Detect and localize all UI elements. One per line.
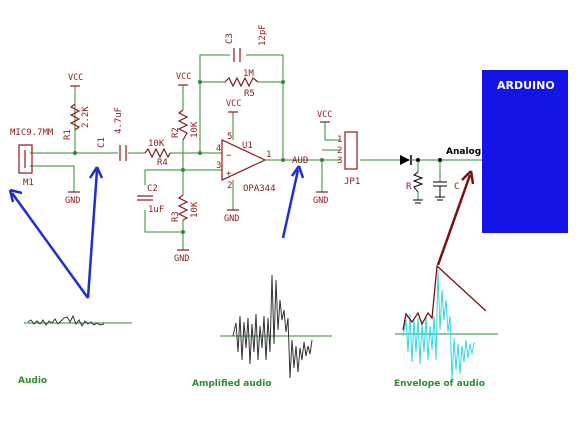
waveform-amplified xyxy=(220,274,332,379)
svg-text:1: 1 xyxy=(266,150,271,160)
svg-text:4: 4 xyxy=(216,144,221,154)
connector-jp1: 1 2 3 JP1 xyxy=(337,131,360,187)
arrow-envelope xyxy=(436,170,475,266)
svg-text:10K: 10K xyxy=(190,201,200,218)
caption-audio: Audio xyxy=(18,376,47,386)
caption-envelope-of-audio: Envelope of audio xyxy=(394,379,485,389)
microphone-m1: MIC9.7MM M1 xyxy=(10,128,54,188)
caption-amplified-audio: Amplified audio xyxy=(192,379,272,389)
resistor-r4: 10K R4 xyxy=(144,139,171,168)
wires xyxy=(30,54,482,250)
resistor-r3: R3 10K xyxy=(171,194,200,222)
svg-text:1: 1 xyxy=(337,135,342,145)
svg-text:2: 2 xyxy=(227,181,232,191)
svg-text:1M: 1M xyxy=(243,69,254,79)
arrow-audio-left xyxy=(8,188,90,299)
waveform-envelope xyxy=(395,264,498,381)
svg-text:AUD: AUD xyxy=(292,156,308,166)
vcc-symbol-jp1: VCC xyxy=(317,110,332,123)
svg-text:R: R xyxy=(406,182,412,192)
svg-text:R1: R1 xyxy=(63,129,73,140)
svg-text:OPA344: OPA344 xyxy=(243,184,276,194)
waveform-audio xyxy=(24,314,132,328)
svg-text:10K: 10K xyxy=(190,121,200,138)
resistor-r5: 1M R5 xyxy=(224,69,259,99)
vcc-symbol-r1: VCC xyxy=(68,73,83,87)
gnd-symbol-divider: GND xyxy=(174,249,189,264)
svg-text:+: + xyxy=(226,169,232,179)
svg-text:VCC: VCC xyxy=(317,110,332,120)
svg-text:R3: R3 xyxy=(171,211,181,222)
capacitor-c3: C3 12pF xyxy=(225,24,268,62)
opamp-u1: − + U1 OPA344 4 3 1 2 5 xyxy=(216,132,276,194)
resistor-r1: 2.2K R1 xyxy=(63,103,91,140)
vcc-symbol-r2: VCC xyxy=(176,72,191,86)
svg-text:GND: GND xyxy=(313,196,328,206)
svg-text:2.2K: 2.2K xyxy=(81,106,91,128)
svg-text:C1: C1 xyxy=(97,137,107,148)
svg-text:C: C xyxy=(454,182,459,192)
gnd-symbol-mic: GND xyxy=(65,191,80,206)
svg-text:C2: C2 xyxy=(147,184,158,194)
resistor-r2: R2 10K xyxy=(171,109,200,141)
analog-label: Analog xyxy=(446,147,481,157)
svg-text:1uF: 1uF xyxy=(148,205,164,215)
svg-text:R5: R5 xyxy=(244,89,255,99)
gnd-symbol-opamp: GND xyxy=(224,209,239,224)
svg-text:GND: GND xyxy=(224,214,239,224)
svg-text:R4: R4 xyxy=(157,158,168,168)
svg-text:3: 3 xyxy=(337,156,342,166)
svg-text:2: 2 xyxy=(337,146,342,156)
vcc-symbol-opamp: VCC xyxy=(226,99,241,113)
svg-text:4.7uF: 4.7uF xyxy=(114,107,124,134)
resistor-r-envelope: R xyxy=(406,171,424,204)
svg-text:ARDUINO: ARDUINO xyxy=(497,79,555,92)
svg-text:Analog: Analog xyxy=(446,147,481,157)
svg-text:M1: M1 xyxy=(23,178,34,188)
capacitor-c2: C2 1uF xyxy=(137,184,164,215)
svg-text:C3: C3 xyxy=(225,33,235,44)
svg-text:MIC9.7MM: MIC9.7MM xyxy=(10,128,54,138)
svg-text:R2: R2 xyxy=(171,127,181,138)
svg-text:GND: GND xyxy=(174,254,189,264)
junction-dots xyxy=(73,80,442,234)
svg-text:5: 5 xyxy=(227,132,232,142)
gnd-symbol-jp1: GND xyxy=(313,191,328,206)
arduino-board: ARDUINO xyxy=(482,70,568,233)
svg-text:VCC: VCC xyxy=(68,73,83,83)
svg-text:3: 3 xyxy=(216,161,221,171)
arrow-audio-right xyxy=(86,166,104,299)
diode xyxy=(400,155,412,165)
svg-text:−: − xyxy=(226,151,232,161)
svg-text:10K: 10K xyxy=(148,139,165,149)
svg-text:U1: U1 xyxy=(242,141,253,151)
arrow-amplified xyxy=(281,165,305,239)
capacitor-c-envelope: C xyxy=(433,181,459,201)
svg-text:VCC: VCC xyxy=(226,99,241,109)
svg-text:12pF: 12pF xyxy=(258,24,268,46)
net-label-aud: AUD xyxy=(292,156,308,166)
capacitor-c1: C1 4.7uF xyxy=(97,107,127,161)
svg-text:VCC: VCC xyxy=(176,72,191,82)
svg-text:JP1: JP1 xyxy=(344,177,360,187)
svg-text:GND: GND xyxy=(65,196,80,206)
